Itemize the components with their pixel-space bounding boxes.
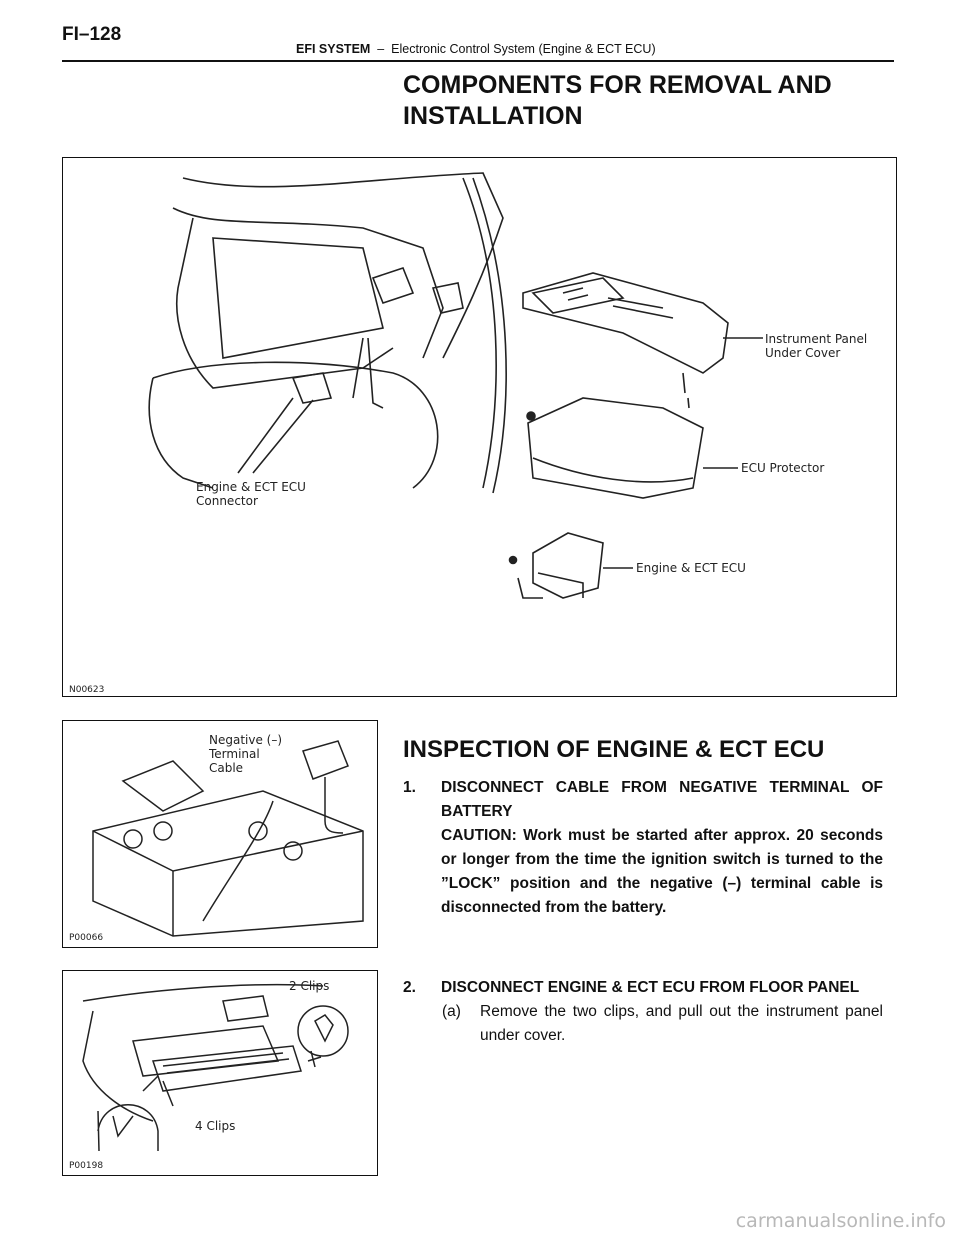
figure-code: N00623	[69, 685, 105, 695]
label-4-clips: 4 Clips	[195, 1119, 236, 1133]
step-2: 2. DISCONNECT ENGINE & ECT ECU FROM FLOO…	[403, 976, 883, 1000]
components-figure: Instrument Panel Under Cover ECU Protect…	[62, 157, 897, 697]
step-2a-number: (a)	[442, 1003, 461, 1020]
battery-figure-code: P00066	[69, 933, 104, 943]
step-2-number: 2.	[403, 979, 416, 996]
label-engine-ect-ecu: Engine & ECT ECU	[636, 561, 746, 575]
header-section-bold: EFI SYSTEM	[296, 42, 371, 56]
label-ecu-protector: ECU Protector	[741, 461, 825, 475]
step-1-title: DISCONNECT CABLE FROM NEGATIVE TERMINAL …	[441, 779, 883, 820]
step-2a: (a) Remove the two clips, and pull out t…	[442, 1000, 883, 1048]
clips-figure: 2 Clips 4 Clips P00198	[62, 970, 378, 1176]
clips-figure-code: P00198	[69, 1161, 104, 1171]
label-2-clips: 2 Clips	[289, 979, 330, 993]
header-section-rest: – Electronic Control System (Engine & EC…	[370, 42, 656, 56]
step-2-title: DISCONNECT ENGINE & ECT ECU FROM FLOOR P…	[441, 979, 860, 996]
step-2a-text: Remove the two clips, and pull out the i…	[480, 1003, 883, 1044]
label-negative-cable: Negative (–) Terminal Cable	[209, 733, 283, 775]
step-1: 1. DISCONNECT CABLE FROM NEGATIVE TERMIN…	[403, 776, 883, 920]
step-1-number: 1.	[403, 779, 416, 796]
clips-illustration	[82, 983, 349, 1152]
label-ecu-connector: Engine & ECT ECU Connector	[196, 480, 306, 508]
page-number: FI–128	[62, 24, 122, 45]
components-illustration	[148, 172, 763, 599]
watermark: carmanualsonline.info	[735, 1210, 946, 1232]
section-title: INSPECTION OF ENGINE & ECT ECU	[403, 736, 825, 763]
header-rule	[62, 60, 894, 62]
main-title: COMPONENTS FOR REMOVAL AND INSTALLATION	[403, 71, 832, 130]
step-1-caution: CAUTION: Work must be started after appr…	[441, 827, 883, 916]
battery-figure: Negative (–) Terminal Cable P00066	[62, 720, 378, 948]
battery-illustration	[92, 740, 364, 937]
header-title: EFI SYSTEM – Electronic Control System (…	[296, 42, 656, 56]
label-instrument-panel-under-cover: Instrument Panel Under Cover	[765, 332, 868, 360]
